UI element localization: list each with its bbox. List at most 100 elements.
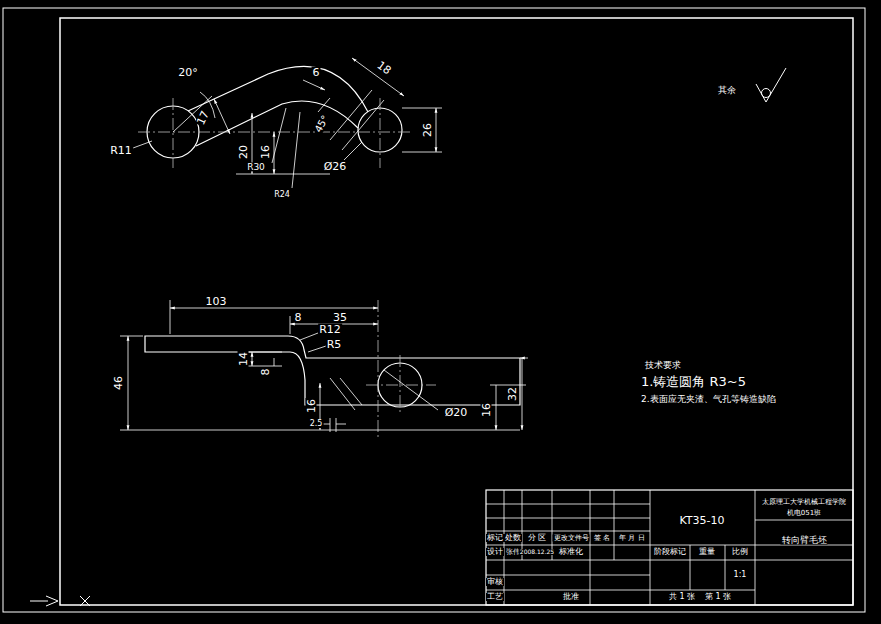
dimension-text: 2.5 [309, 420, 324, 428]
title-block [486, 490, 853, 605]
top-view [147, 66, 402, 158]
drawing-line [436, 108, 437, 152]
drawing-line [344, 142, 362, 160]
table-cell: 签 名 [593, 535, 611, 542]
drawing-line [318, 98, 330, 112]
rib-line [330, 90, 384, 150]
note-text: 1.铸造圆角 R3~5 [640, 375, 747, 388]
table-cell: 2008.12.25 [519, 549, 555, 555]
center-lines [366, 300, 436, 440]
ucs-icon [80, 596, 90, 606]
table-cell: 分 区 [527, 534, 548, 542]
radius-dimension: R30 [246, 163, 266, 172]
arm-edge [188, 66, 368, 112]
table-cell: 1:1 [733, 571, 748, 579]
table-cell: 更改文件号 [553, 535, 590, 542]
drawing-line [238, 352, 282, 366]
drawing-line [303, 80, 325, 90]
table-cell: 工艺 [486, 593, 504, 601]
table-cell: 比例 [731, 548, 749, 556]
dimension-text: 16 [306, 398, 317, 414]
drawing-line [133, 141, 152, 148]
arm-edge [196, 101, 358, 146]
outer-frame [3, 8, 865, 612]
drawing-line [300, 333, 326, 352]
note-text: 2.表面应无夹渣、气孔等铸造缺陷 [640, 395, 777, 404]
drawing-line [384, 370, 438, 410]
table-cell: 批准 [562, 593, 580, 601]
sheet-frame [3, 8, 865, 612]
drawing-line [173, 92, 215, 132]
drawing-line [490, 385, 526, 430]
drawing-line [138, 98, 412, 168]
drawing-line [272, 108, 286, 163]
drawing-line [292, 112, 300, 188]
dimension-text: 20 [238, 144, 249, 160]
radius-dimension: R12 [318, 324, 342, 335]
dimension-text: 32 [507, 386, 518, 402]
center-lines [138, 98, 412, 168]
drawing-line [322, 418, 346, 432]
drawing-line [252, 352, 253, 366]
table-cell: 标记 [486, 534, 504, 542]
drawing-line [486, 504, 853, 590]
dimension-text: 17 [195, 108, 212, 127]
front-view [145, 336, 520, 410]
drawing-line [214, 99, 230, 134]
drawing-line [170, 300, 171, 334]
radius-dimension: R24 [273, 191, 291, 199]
ucs-icon [30, 596, 58, 606]
dimension-text: 103 [205, 296, 228, 307]
table-cell: 共 1 张 [668, 593, 696, 601]
dimension-text: 8 [294, 312, 303, 323]
diameter-dimension: Ø26 [323, 161, 348, 172]
title-block-text: 太原理工大学机械工程学院 [761, 499, 847, 506]
drawing-line [170, 308, 378, 309]
drawing-line [756, 68, 786, 102]
front-dimensions [120, 300, 528, 432]
dimension-text: 8 [260, 368, 271, 377]
title-block-text: 机电051班 [786, 510, 822, 517]
table-cell: 年 月 日 [618, 535, 645, 542]
table-cell: 重量 [698, 548, 716, 556]
drawing-line [290, 316, 291, 334]
dimension-text: 14 [238, 351, 249, 367]
table-cell: 设计 [486, 548, 504, 556]
dimension-text: 16 [481, 402, 492, 418]
roughness-note: 其余 [717, 86, 737, 95]
dimension-text: 26 [422, 122, 433, 138]
drawing-number: KT35-10 [678, 515, 725, 526]
table-cell: 第 1 张 [704, 593, 732, 601]
radius-dimension: R11 [109, 145, 133, 156]
inner-frame [60, 18, 853, 605]
table-cell: 审核 [486, 578, 504, 586]
table-cell: 阶段标记 [653, 548, 687, 556]
table-cell: 处数 [504, 534, 522, 542]
part-name: 转向臂毛坯 [781, 536, 828, 545]
dimension-text: 18 [374, 59, 393, 77]
drawing-line [762, 89, 771, 98]
note-heading: 技术要求 [644, 361, 682, 370]
rib-line [330, 378, 362, 410]
drawing-line [690, 545, 725, 590]
drawing-line [650, 490, 853, 605]
dimension-text: 16 [260, 144, 271, 160]
dimension-text: 46 [113, 375, 124, 391]
drawing-line [236, 174, 330, 175]
dimension-text: 6 [312, 67, 321, 78]
dimension-text: 35 [332, 312, 348, 323]
roughness-symbol [756, 68, 786, 102]
drawing-line [128, 336, 129, 430]
drawing-line [520, 358, 528, 430]
top-dimensions [133, 58, 442, 188]
angle-dimension: 20° [177, 67, 199, 78]
diameter-dimension: Ø20 [444, 407, 469, 418]
drawing-line [120, 336, 520, 430]
drawing-line [366, 300, 436, 440]
table-cell: 标准化 [558, 548, 584, 556]
drawing-line [274, 358, 275, 366]
drawing-line [352, 58, 404, 96]
radius-dimension: R5 [326, 339, 343, 350]
